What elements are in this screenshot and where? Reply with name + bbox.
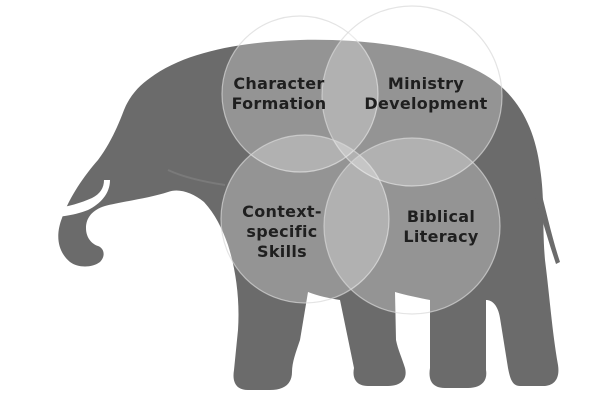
- label-ministry-development: Ministry Development: [360, 74, 492, 114]
- label-character-formation: Character Formation: [220, 74, 338, 114]
- venn-circles: [220, 5, 503, 315]
- elephant-tail: [532, 180, 560, 264]
- label-line: Development: [364, 94, 488, 113]
- label-context-specific-skills: Context- specific Skills: [232, 202, 332, 262]
- label-line: Character: [233, 74, 325, 93]
- circle-ministry-development: [321, 5, 503, 187]
- circle-context-specific-skills: [220, 134, 390, 304]
- label-line: Formation: [231, 94, 327, 113]
- elephant-tusk: [8, 180, 110, 219]
- label-biblical-literacy: Biblical Literacy: [386, 207, 496, 247]
- label-line: Biblical: [406, 207, 476, 226]
- label-line: Literacy: [403, 227, 479, 246]
- elephant-ear-edge: [167, 169, 226, 186]
- circle-character-formation: [221, 15, 379, 173]
- circle-biblical-literacy: [323, 137, 501, 315]
- label-line: specific: [246, 222, 318, 241]
- label-line: Ministry: [387, 74, 465, 93]
- label-line: Skills: [257, 242, 307, 261]
- elephant-silhouette: [8, 39, 560, 390]
- label-line: Context-: [242, 202, 322, 221]
- elephant-body: [58, 39, 559, 390]
